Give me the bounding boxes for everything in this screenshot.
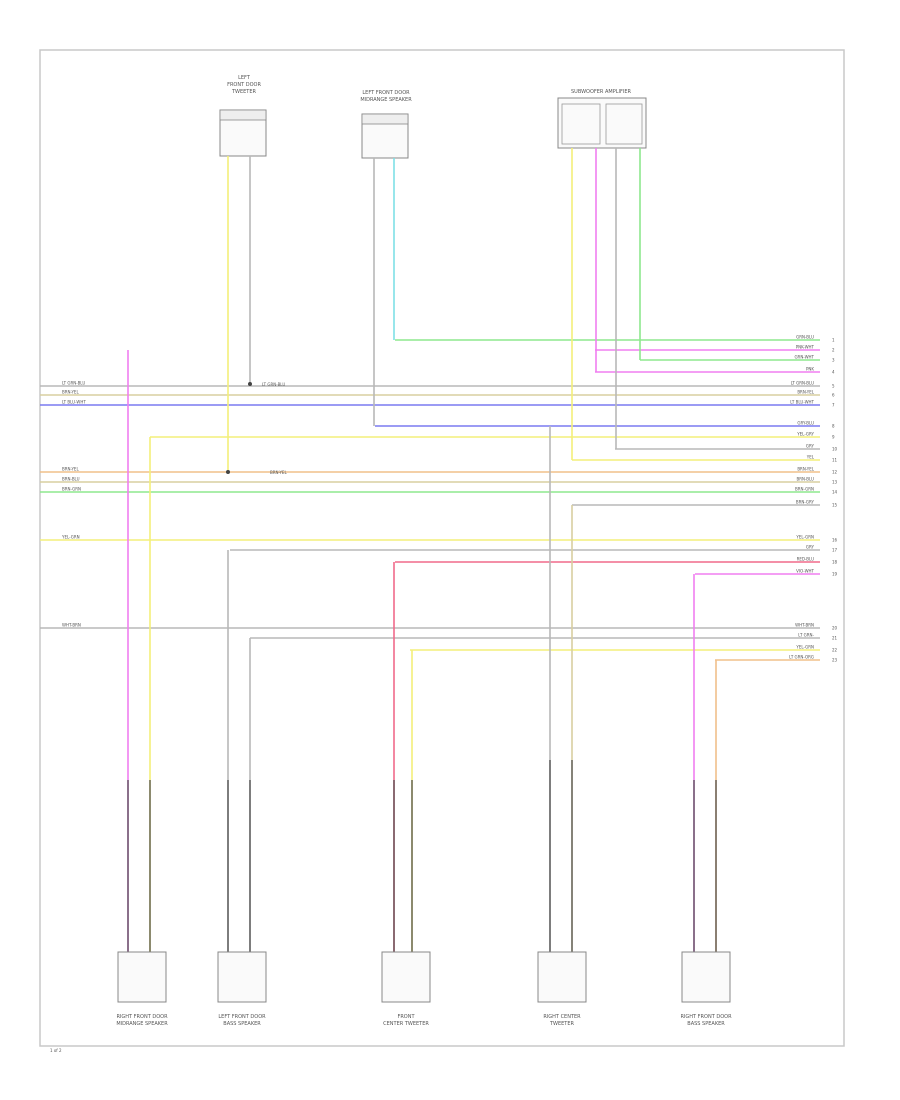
speaker-connector (381, 951, 431, 1003)
wire-label-right: VIO-WHT (796, 569, 814, 574)
pin-number: 2 (832, 348, 835, 353)
component-caption: LEFT (238, 75, 251, 81)
pin-number: 17 (832, 548, 838, 553)
wire-label-right: GRY (806, 444, 815, 449)
component-caption: CENTER TWEETER (383, 1021, 429, 1027)
connector-header (219, 109, 267, 121)
wire-label-right: BRN-GRY (796, 500, 815, 505)
wire-label-right: LT GRN-BLU (791, 381, 814, 386)
pin-number: 18 (832, 560, 838, 565)
bottom-speaker-s4: RIGHT CENTER TWEETER (537, 951, 587, 1027)
bottom-speaker-s2: LEFT FRONT DOOR BASS SPEAKER (217, 951, 267, 1027)
component-caption: SUBWOOFER AMPLIFIER (571, 89, 632, 95)
speaker-connector (537, 951, 587, 1003)
component-caption: FRONT DOOR (227, 82, 261, 88)
vertical-wires (127, 148, 717, 952)
splice-label: LT GRN-BLU (262, 382, 285, 387)
component-caption: MIDRANGE SPEAKER (116, 1021, 168, 1027)
wire-label-right: BRN-BLU (796, 477, 814, 482)
wire-label-left: BRN-YEL (62, 390, 79, 395)
component-caption: TWEETER (549, 1021, 575, 1027)
component-caption: BASS SPEAKER (687, 1021, 725, 1027)
bottom-speaker-s1: RIGHT FRONT DOOR MIDRANGE SPEAKER (116, 951, 168, 1027)
component-caption: RIGHT CENTER (543, 1014, 581, 1020)
pin-number: 3 (832, 358, 835, 363)
component-caption: RIGHT FRONT DOOR (680, 1014, 732, 1020)
amplifier-section-b (605, 103, 643, 145)
pin-number: 23 (832, 658, 838, 663)
wire-label-left: BRN-BLU (62, 477, 80, 482)
wire-label-right: YEL-GRN (795, 645, 814, 650)
diagram-frame (39, 49, 845, 1047)
wire-label-right: GRY-BLU (797, 421, 814, 426)
splice-points: LT GRN-BLU BRN-YEL (226, 382, 287, 475)
wire-label-right: BRN-YEL (797, 467, 814, 472)
component-caption: LEFT FRONT DOOR (362, 90, 410, 96)
pin-number: 15 (832, 503, 838, 508)
wire-label-left: BRN-YEL (62, 467, 79, 472)
pin-number: 5 (832, 384, 835, 389)
page-label: 1 of 2 (50, 1048, 62, 1053)
bottom-speaker-s5: RIGHT FRONT DOOR BASS SPEAKER (680, 951, 732, 1027)
top-component-c3: SUBWOOFER AMPLIFIER (557, 89, 647, 149)
component-caption: FRONT (397, 1014, 415, 1020)
pin-number: 11 (832, 458, 838, 463)
component-caption: BASS SPEAKER (223, 1021, 261, 1027)
pin-number: 13 (832, 480, 838, 485)
pin-number: 22 (832, 648, 838, 653)
amplifier-section-a (561, 103, 601, 145)
pin-number: 20 (832, 626, 838, 631)
wire-label-left: WHT-BRN (62, 623, 81, 628)
pin-number: 16 (832, 538, 838, 543)
pin-number: 14 (832, 490, 838, 495)
connector-header (361, 113, 409, 125)
pin-number: 19 (832, 572, 838, 577)
wire-label-left: LT BLU-WHT (62, 400, 86, 405)
wire-label-right: LT GRN- (798, 633, 814, 638)
pin-number: 6 (832, 393, 835, 398)
speaker-connector (217, 951, 267, 1003)
splice-label: BRN-YEL (270, 470, 287, 475)
pin-number: 21 (832, 636, 838, 641)
wire-label-right: BRN-YEL (797, 390, 814, 395)
amplifier-connector (557, 97, 647, 149)
wire-label-right: PNK-WHT (796, 345, 815, 350)
speaker-connector (117, 951, 167, 1003)
bottom-speaker-s3: FRONT CENTER TWEETER (381, 951, 431, 1027)
wire-label-left: BRN-GRN (62, 487, 81, 492)
splice-dot (226, 470, 230, 474)
splice-dot (248, 382, 252, 386)
wire-label-right: GRN-BLU (796, 335, 814, 340)
wire-label-right: BRN-GRN (795, 487, 814, 492)
wire-label-right: LT GRN-ORG (789, 655, 814, 660)
component-caption: MIDRANGE SPEAKER (360, 97, 412, 103)
top-component-c2: LEFT FRONT DOOR MIDRANGE SPEAKER (360, 90, 412, 159)
wire-label-right: WHT-BRN (795, 623, 814, 628)
pin-number: 10 (832, 447, 838, 452)
wire-label-right: LT BLU-WHT (790, 400, 814, 405)
pin-number: 4 (832, 370, 835, 375)
wire-label-right: YEL-GRY (796, 432, 814, 437)
wire-label-left: YEL-GRN (61, 535, 80, 540)
wire-label-right: YEL (806, 455, 815, 460)
pin-number: 7 (832, 403, 835, 408)
component-caption: LEFT FRONT DOOR (218, 1014, 266, 1020)
top-component-c1: LEFT FRONT DOOR TWEETER (219, 75, 267, 157)
pin-number: 9 (832, 435, 835, 440)
wire-label-right: GRY (806, 545, 815, 550)
wire-label-right: PNK (806, 367, 814, 372)
component-caption: RIGHT FRONT DOOR (116, 1014, 168, 1020)
pin-number: 12 (832, 470, 838, 475)
wire-label-right: RED-BLU (797, 557, 814, 562)
wire-label-right: YEL-GRN (795, 535, 814, 540)
pin-number: 1 (832, 338, 835, 343)
pin-number: 8 (832, 424, 835, 429)
speaker-connector (681, 951, 731, 1003)
wire-label-right: GRN-WHT (794, 355, 814, 360)
wire-label-left: LT GRN-BLU (62, 381, 85, 386)
component-caption: TWEETER (231, 89, 257, 95)
